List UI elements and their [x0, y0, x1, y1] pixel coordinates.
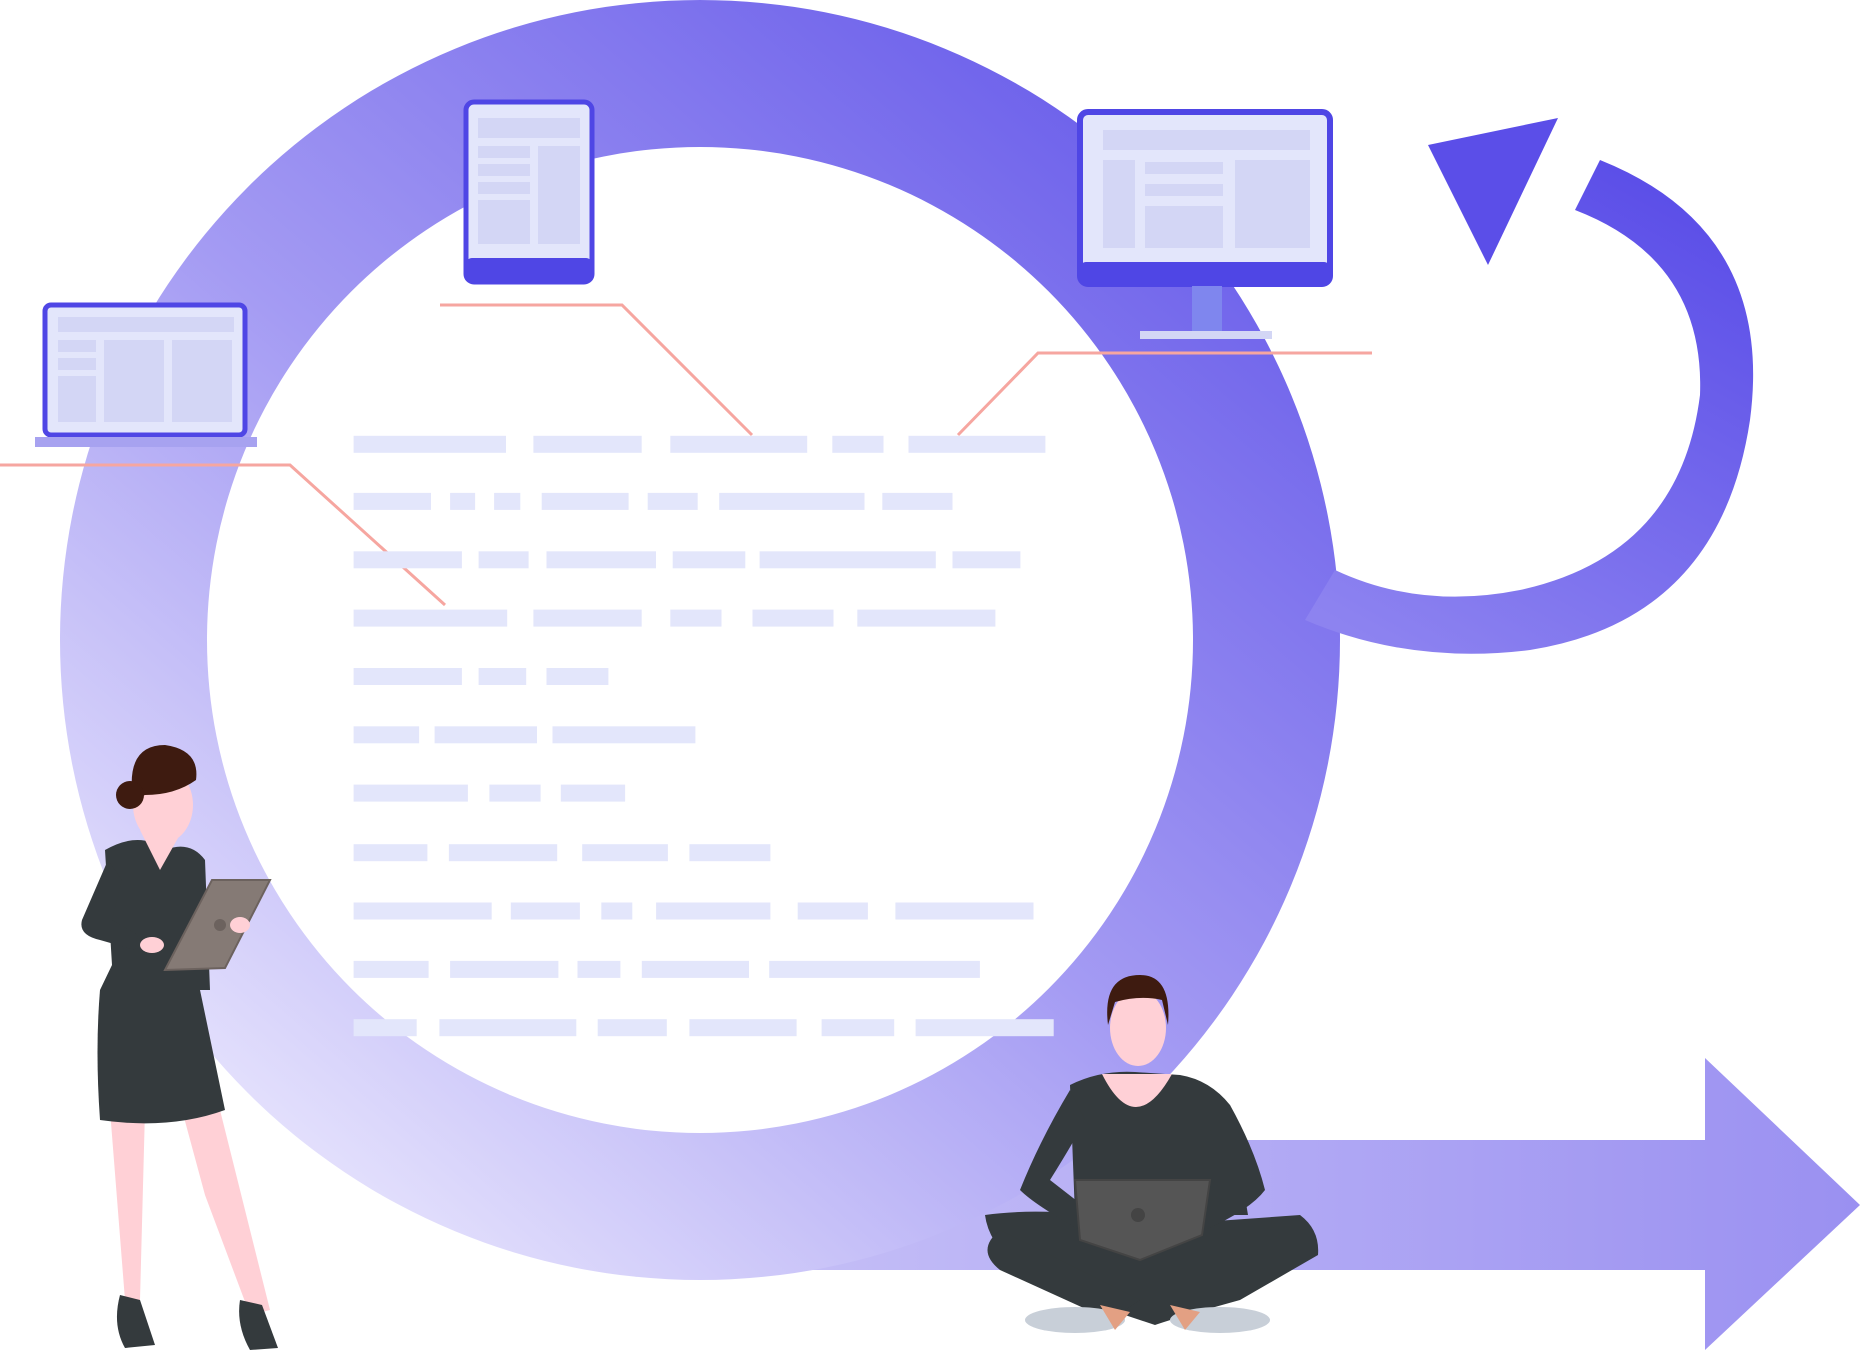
- placeholder-line: [489, 784, 541, 802]
- placeholder-line: [670, 435, 808, 453]
- placeholder-line: [546, 668, 609, 685]
- placeholder-line: [450, 492, 476, 510]
- placeholder-line: [601, 902, 633, 920]
- placeholder-line: [353, 960, 429, 978]
- placeholder-line: [533, 609, 642, 627]
- person-standing-with-tablet: [81, 745, 278, 1350]
- placeholder-line: [546, 551, 656, 569]
- placeholder-line: [450, 960, 559, 978]
- placeholder-line: [641, 960, 749, 978]
- placeholder-line: [797, 902, 868, 920]
- placeholder-line: [478, 551, 529, 569]
- tablet-in-hand-icon: [163, 879, 272, 972]
- placeholder-line: [647, 492, 698, 510]
- placeholder-line: [769, 960, 980, 978]
- placeholder-line: [353, 668, 462, 685]
- placeholder-line: [689, 844, 771, 862]
- forward-arrow-icon: [700, 1058, 1860, 1350]
- placeholder-line: [353, 551, 462, 569]
- placeholder-line: [353, 492, 431, 510]
- placeholder-line: [577, 960, 621, 978]
- placeholder-line: [434, 726, 537, 744]
- placeholder-line: [510, 902, 580, 920]
- placeholder-line: [952, 551, 1021, 569]
- tablet-icon: [463, 99, 595, 285]
- placeholder-line: [353, 726, 420, 744]
- placeholder-line: [719, 492, 865, 510]
- placeholder-text-lines: [353, 435, 1054, 1037]
- placeholder-line: [752, 609, 834, 627]
- placeholder-line: [478, 668, 527, 685]
- placeholder-line: [670, 609, 722, 627]
- placeholder-line: [353, 902, 492, 920]
- placeholder-line: [552, 726, 696, 744]
- placeholder-line: [882, 492, 953, 510]
- laptop-icon: [35, 302, 257, 447]
- placeholder-line: [915, 1019, 1054, 1037]
- cycle-arrow-icon: [1305, 118, 1754, 654]
- placeholder-line: [759, 551, 936, 569]
- placeholder-line: [672, 551, 746, 569]
- placeholder-line: [353, 609, 508, 627]
- placeholder-line: [656, 902, 771, 920]
- desktop-monitor-icon: [1077, 109, 1333, 339]
- placeholder-line: [857, 609, 996, 627]
- placeholder-line: [353, 435, 506, 453]
- placeholder-line: [353, 784, 468, 802]
- placeholder-line: [353, 844, 428, 862]
- placeholder-line: [908, 435, 1046, 453]
- placeholder-line: [597, 1019, 667, 1037]
- connector-tablet: [440, 303, 754, 437]
- connector-monitor: [956, 351, 1372, 437]
- placeholder-line: [494, 492, 521, 510]
- person-sitting-with-laptop: [985, 975, 1319, 1333]
- placeholder-line: [448, 844, 558, 862]
- placeholder-line: [582, 844, 668, 862]
- placeholder-line: [353, 1019, 417, 1037]
- placeholder-line: [541, 492, 629, 510]
- placeholder-line: [895, 902, 1034, 920]
- placeholder-line: [689, 1019, 797, 1037]
- placeholder-line: [533, 435, 642, 453]
- placeholder-line: [832, 435, 884, 453]
- placeholder-line: [560, 784, 626, 802]
- laptop-on-lap-icon: [1073, 1179, 1212, 1262]
- placeholder-line: [439, 1019, 577, 1037]
- placeholder-line: [821, 1019, 895, 1037]
